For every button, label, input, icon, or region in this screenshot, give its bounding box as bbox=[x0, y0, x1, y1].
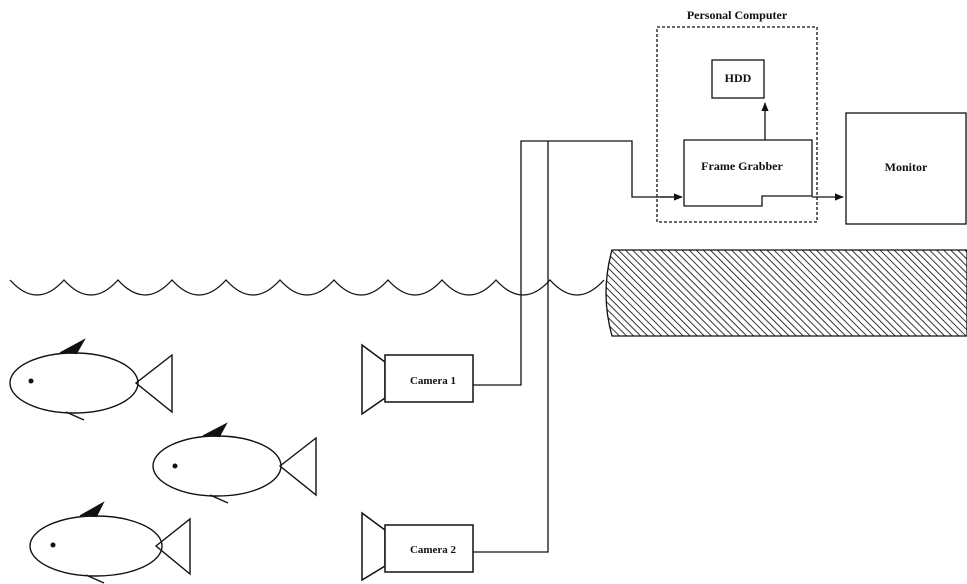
hatched-bank bbox=[606, 250, 967, 336]
fish-icon bbox=[30, 503, 190, 583]
personal-computer-box bbox=[657, 27, 817, 222]
camera-2-label: Camera 2 bbox=[388, 545, 478, 556]
water-waves bbox=[10, 280, 604, 295]
fish-icon bbox=[10, 340, 172, 420]
camera2-cable bbox=[473, 141, 548, 552]
fish-icon bbox=[153, 424, 316, 503]
monitor-label: Monitor bbox=[846, 161, 966, 173]
frame-grabber-label: Frame Grabber bbox=[682, 160, 802, 172]
camera-1-label: Camera 1 bbox=[388, 376, 478, 387]
personal-computer-label: Personal Computer bbox=[657, 9, 817, 21]
frame-grabber-box bbox=[684, 140, 812, 206]
hdd-label: HDD bbox=[712, 72, 764, 84]
